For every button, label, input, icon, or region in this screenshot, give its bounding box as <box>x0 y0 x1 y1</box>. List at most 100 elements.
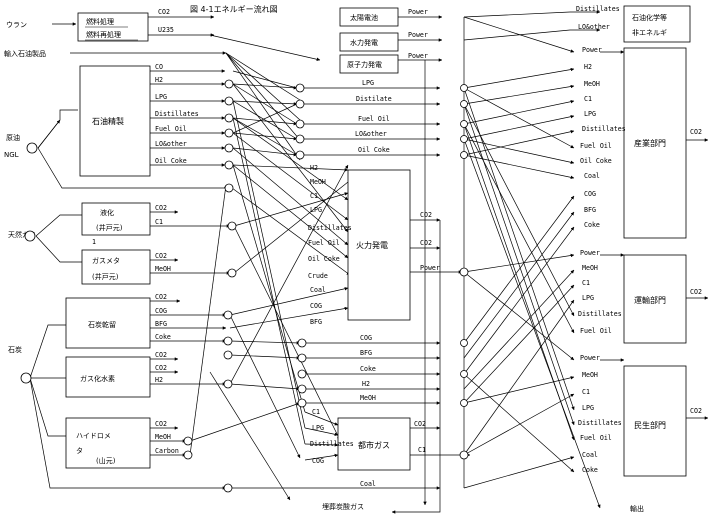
transport-box: 運輸部門 <box>623 254 687 344</box>
mid-node-fuel-oil <box>295 119 305 129</box>
residential-inputs: Power MeOH C1 LPG Distillates Fuel Oil C… <box>578 354 622 474</box>
refinery-outputs: CO H2 LPG Distillates Fuel Oil LO&other … <box>155 63 199 165</box>
hub-node-fuel-oil <box>224 128 234 138</box>
thermal-in-distillates: Distillates <box>308 224 352 232</box>
refinery-label: 石油精製 <box>92 116 124 126</box>
thermal-power-label: 火力発電 <box>356 240 388 250</box>
transport-in-meoh: MeOH <box>582 264 598 272</box>
hydro-box: 水力発電 <box>339 32 399 52</box>
source-ngl: NGL <box>4 151 19 159</box>
petrochem-label-1: 石油化学等 <box>632 13 667 22</box>
carrier-label-bfg: BFG <box>360 349 372 357</box>
residential-in-meoh: MeOH <box>582 371 598 379</box>
industry-in-bfg: BFG <box>584 206 596 214</box>
carrier-label-cog: COG <box>360 334 372 342</box>
thermal-out-co2-a: CO2 <box>420 211 432 219</box>
industry-label: 産業部門 <box>634 138 666 148</box>
industry-in-distillates: Distillates <box>582 125 626 133</box>
carrier-label-meoh: MeOH <box>360 394 376 402</box>
bottom-coal-label: Coal <box>360 480 376 488</box>
thermal-in-h2: H2 <box>310 164 318 172</box>
nuclear-fuel-label-2: 燃料再処理 <box>86 30 121 39</box>
carrier-label-h2: H2 <box>362 380 370 388</box>
hydromethanation-box: ハイドロメ タ (山元) <box>65 417 151 469</box>
coal-coking-box: 石炭乾留 <box>65 297 151 349</box>
industry-in-meoh: MeOH <box>584 80 600 88</box>
bottom-coal-node <box>223 483 233 493</box>
city-gas-inputs: C1 LPG Distillates COG <box>310 408 354 465</box>
hub-node-oil-coke <box>224 160 234 170</box>
gas-liquefaction-label-1: 液化 <box>100 208 114 217</box>
residential-out-co2: CO2 <box>690 407 702 415</box>
nuclear-co2-label: CO2 <box>158 8 170 16</box>
mid-label-oil-coke: Oil Coke <box>358 146 390 154</box>
mid-product-nodes <box>295 83 305 160</box>
city-gas-out-co2: CO2 <box>414 420 426 428</box>
petrochem-label-2: 非エネルギ <box>632 28 667 37</box>
thermal-power-node <box>459 267 469 277</box>
thermal-in-fuel-oil: Fuel Oil <box>308 239 340 247</box>
residential-in-power: Power <box>580 354 600 362</box>
carrier-node-meoh <box>297 398 307 408</box>
industry-in-lpg: LPG <box>584 110 596 118</box>
residential-in-lpg: LPG <box>582 404 594 412</box>
gasification-out-co2-a: CO2 <box>155 351 167 359</box>
gas-methanol-box: ガスメタ (井戸元) <box>81 249 151 285</box>
rj-node-3 <box>460 120 468 128</box>
hub-node-distillates <box>224 113 234 123</box>
thermal-in-c1: C1 <box>310 192 318 200</box>
mid-node-lpg <box>295 83 305 93</box>
carrier-label-coke: Coke <box>360 365 376 373</box>
coking-node-bfg <box>223 336 233 346</box>
hydromethanation-label-3: (山元) <box>96 456 116 465</box>
residential-in-fuel-oil: Fuel Oil <box>580 434 612 442</box>
rj-node-2 <box>460 100 468 108</box>
hydromethanation-outputs: CO2 MeOH Carbon <box>155 420 179 455</box>
transport-inputs: Power MeOH C1 LPG Distillates Fuel Oil <box>578 249 622 335</box>
industry-in-coke: Coke <box>584 221 600 229</box>
rj-node-6 <box>460 339 468 347</box>
mid-product-labels: LPG Distilate Fuel Oil LO&other Oil Coke <box>355 79 392 154</box>
coal-coking-outputs: CO2 COG BFG Coke <box>155 293 171 341</box>
coking-out-coke: Coke <box>155 333 171 341</box>
source-uranium: ウラン <box>6 21 27 29</box>
hydro-label: 水力発電 <box>350 38 378 47</box>
industry-in-c1: C1 <box>584 95 592 103</box>
residential-in-coal: Coal <box>582 451 598 459</box>
refinery-out-lo-other: LO&other <box>155 140 187 148</box>
industry-out-co2: CO2 <box>690 128 702 136</box>
mid-label-lpg: LPG <box>362 79 374 87</box>
carrier-node-cog <box>297 338 307 348</box>
carrier-node-h2 <box>297 384 307 394</box>
carrier-node-coke <box>297 369 307 379</box>
petrochem-box: 石油化学等 非エネルギ <box>623 5 691 43</box>
hub-node-h2 <box>224 79 234 89</box>
refinery-out-oil-coke: Oil Coke <box>155 157 187 165</box>
hydromethanation-label-1: ハイドロメ <box>76 432 111 440</box>
gas-methanol-out-meoh: MeOH <box>155 265 171 273</box>
coal-carrier-nodes <box>297 338 307 408</box>
gas-liquefaction-out-c1: C1 <box>155 218 163 226</box>
industry-in-h2: H2 <box>584 63 592 71</box>
solar-box: 太陽電池 <box>339 7 399 27</box>
residential-box: 民生部門 <box>623 365 687 477</box>
thermal-in-cog: COG <box>310 302 322 310</box>
mid-node-distilate <box>295 99 305 109</box>
source-natural-gas: 天然ガス <box>8 230 36 239</box>
source-coal: 石炭 <box>8 346 22 354</box>
hydromethanation-label-2: タ <box>76 446 83 455</box>
crude-junction-node <box>26 142 38 154</box>
source-imported-products: 輸入石油製品 <box>4 49 46 58</box>
coal-gasification-outputs: CO2 CO2 H2 <box>155 351 167 384</box>
coking-out-cog: COG <box>155 307 167 315</box>
refinery-out-co: CO <box>155 63 163 71</box>
industry-in-fuel-oil: Fuel Oil <box>580 142 612 150</box>
transport-out-co2: CO2 <box>690 288 702 296</box>
hydrometh-carbon-node <box>183 450 193 460</box>
solar-power-label: Power <box>408 8 428 16</box>
mid-label-fuel-oil: Fuel Oil <box>358 115 390 123</box>
petrochem-in-distillates: Distillates <box>576 5 620 13</box>
gas-methanol-label-1: ガスメタ <box>92 256 120 265</box>
rj-node-4 <box>460 135 468 143</box>
hub-node-lo-other <box>224 143 234 153</box>
